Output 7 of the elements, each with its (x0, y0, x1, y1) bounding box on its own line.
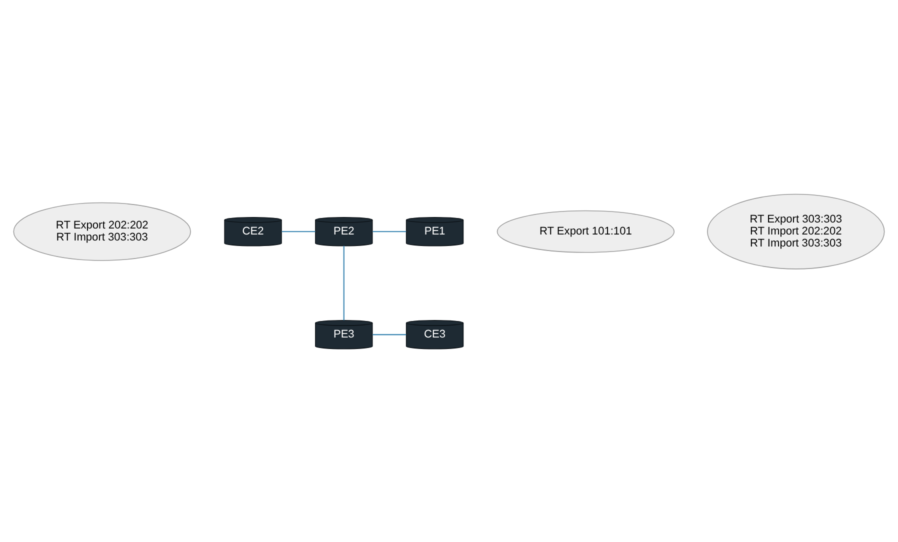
node-ellipse: RT Export 202:202 RT Import 303:303 (13, 202, 191, 260)
node-ellipse: RT Export 303:303 RT Import 202:202 RT Import 303:303 (707, 193, 885, 269)
connector (372, 334, 406, 335)
connector (343, 245, 344, 320)
connector (372, 230, 406, 232)
connector (282, 230, 316, 232)
node-ellipse: RT Export 101:101 (496, 210, 675, 252)
